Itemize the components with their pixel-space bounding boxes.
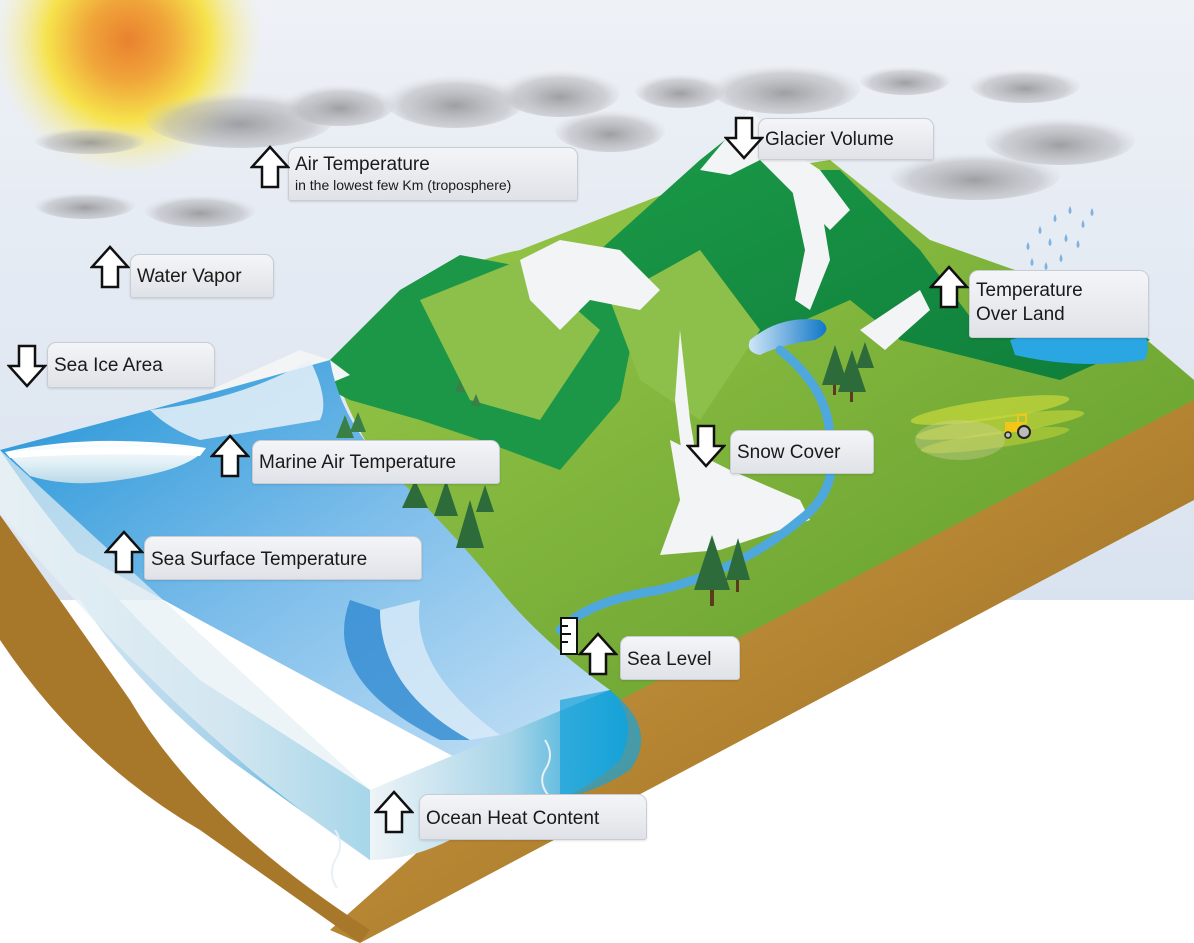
up-arrow-icon	[929, 265, 969, 309]
indicator-label: Air Temperature	[295, 154, 430, 175]
up-arrow-icon	[374, 790, 414, 834]
up-arrow-icon	[210, 434, 250, 478]
up-arrow-icon	[104, 530, 144, 574]
indicator-label: Temperature	[976, 280, 1083, 301]
river	[555, 345, 837, 635]
label-box: Sea Ice Area	[47, 342, 215, 388]
trees	[336, 342, 874, 606]
up-arrow-icon	[578, 632, 618, 676]
indicator-label: Sea Level	[627, 649, 712, 670]
label-box: Sea Level	[620, 636, 740, 680]
down-arrow-icon	[724, 116, 764, 160]
indicator-label: Snow Cover	[737, 442, 841, 463]
sea-level-gauge	[560, 617, 578, 655]
label-box: Ocean Heat Content	[419, 794, 647, 840]
lake-mountain	[748, 319, 827, 355]
label-box: Marine Air Temperature	[252, 440, 500, 484]
label-box: Sea Surface Temperature	[144, 536, 422, 580]
down-arrow-icon	[7, 344, 47, 388]
label-box: Glacier Volume	[758, 118, 934, 160]
tractor	[1004, 414, 1031, 439]
clouds	[35, 62, 1135, 227]
up-arrow-icon	[90, 245, 130, 289]
label-box: Temperature Over Land	[969, 270, 1149, 338]
indicator-label: Sea Ice Area	[54, 355, 163, 376]
up-arrow-icon	[250, 145, 290, 189]
label-box: Air Temperature in the lowest few Km (tr…	[288, 147, 578, 201]
indicator-label-line2: Over Land	[976, 304, 1065, 325]
rain	[1026, 206, 1094, 270]
label-box: Water Vapor	[130, 254, 274, 298]
indicator-label: Water Vapor	[137, 266, 242, 287]
sea-ice	[5, 440, 206, 484]
label-box: Snow Cover	[730, 430, 874, 474]
indicator-label: Glacier Volume	[765, 129, 894, 150]
indicator-sublabel: in the lowest few Km (troposphere)	[295, 177, 512, 193]
soil-left	[0, 515, 370, 943]
indicator-label: Ocean Heat Content	[426, 808, 600, 829]
down-arrow-icon	[686, 424, 726, 468]
indicator-label: Sea Surface Temperature	[151, 549, 368, 570]
crop-field	[910, 395, 1085, 460]
indicator-label: Marine Air Temperature	[259, 452, 457, 473]
